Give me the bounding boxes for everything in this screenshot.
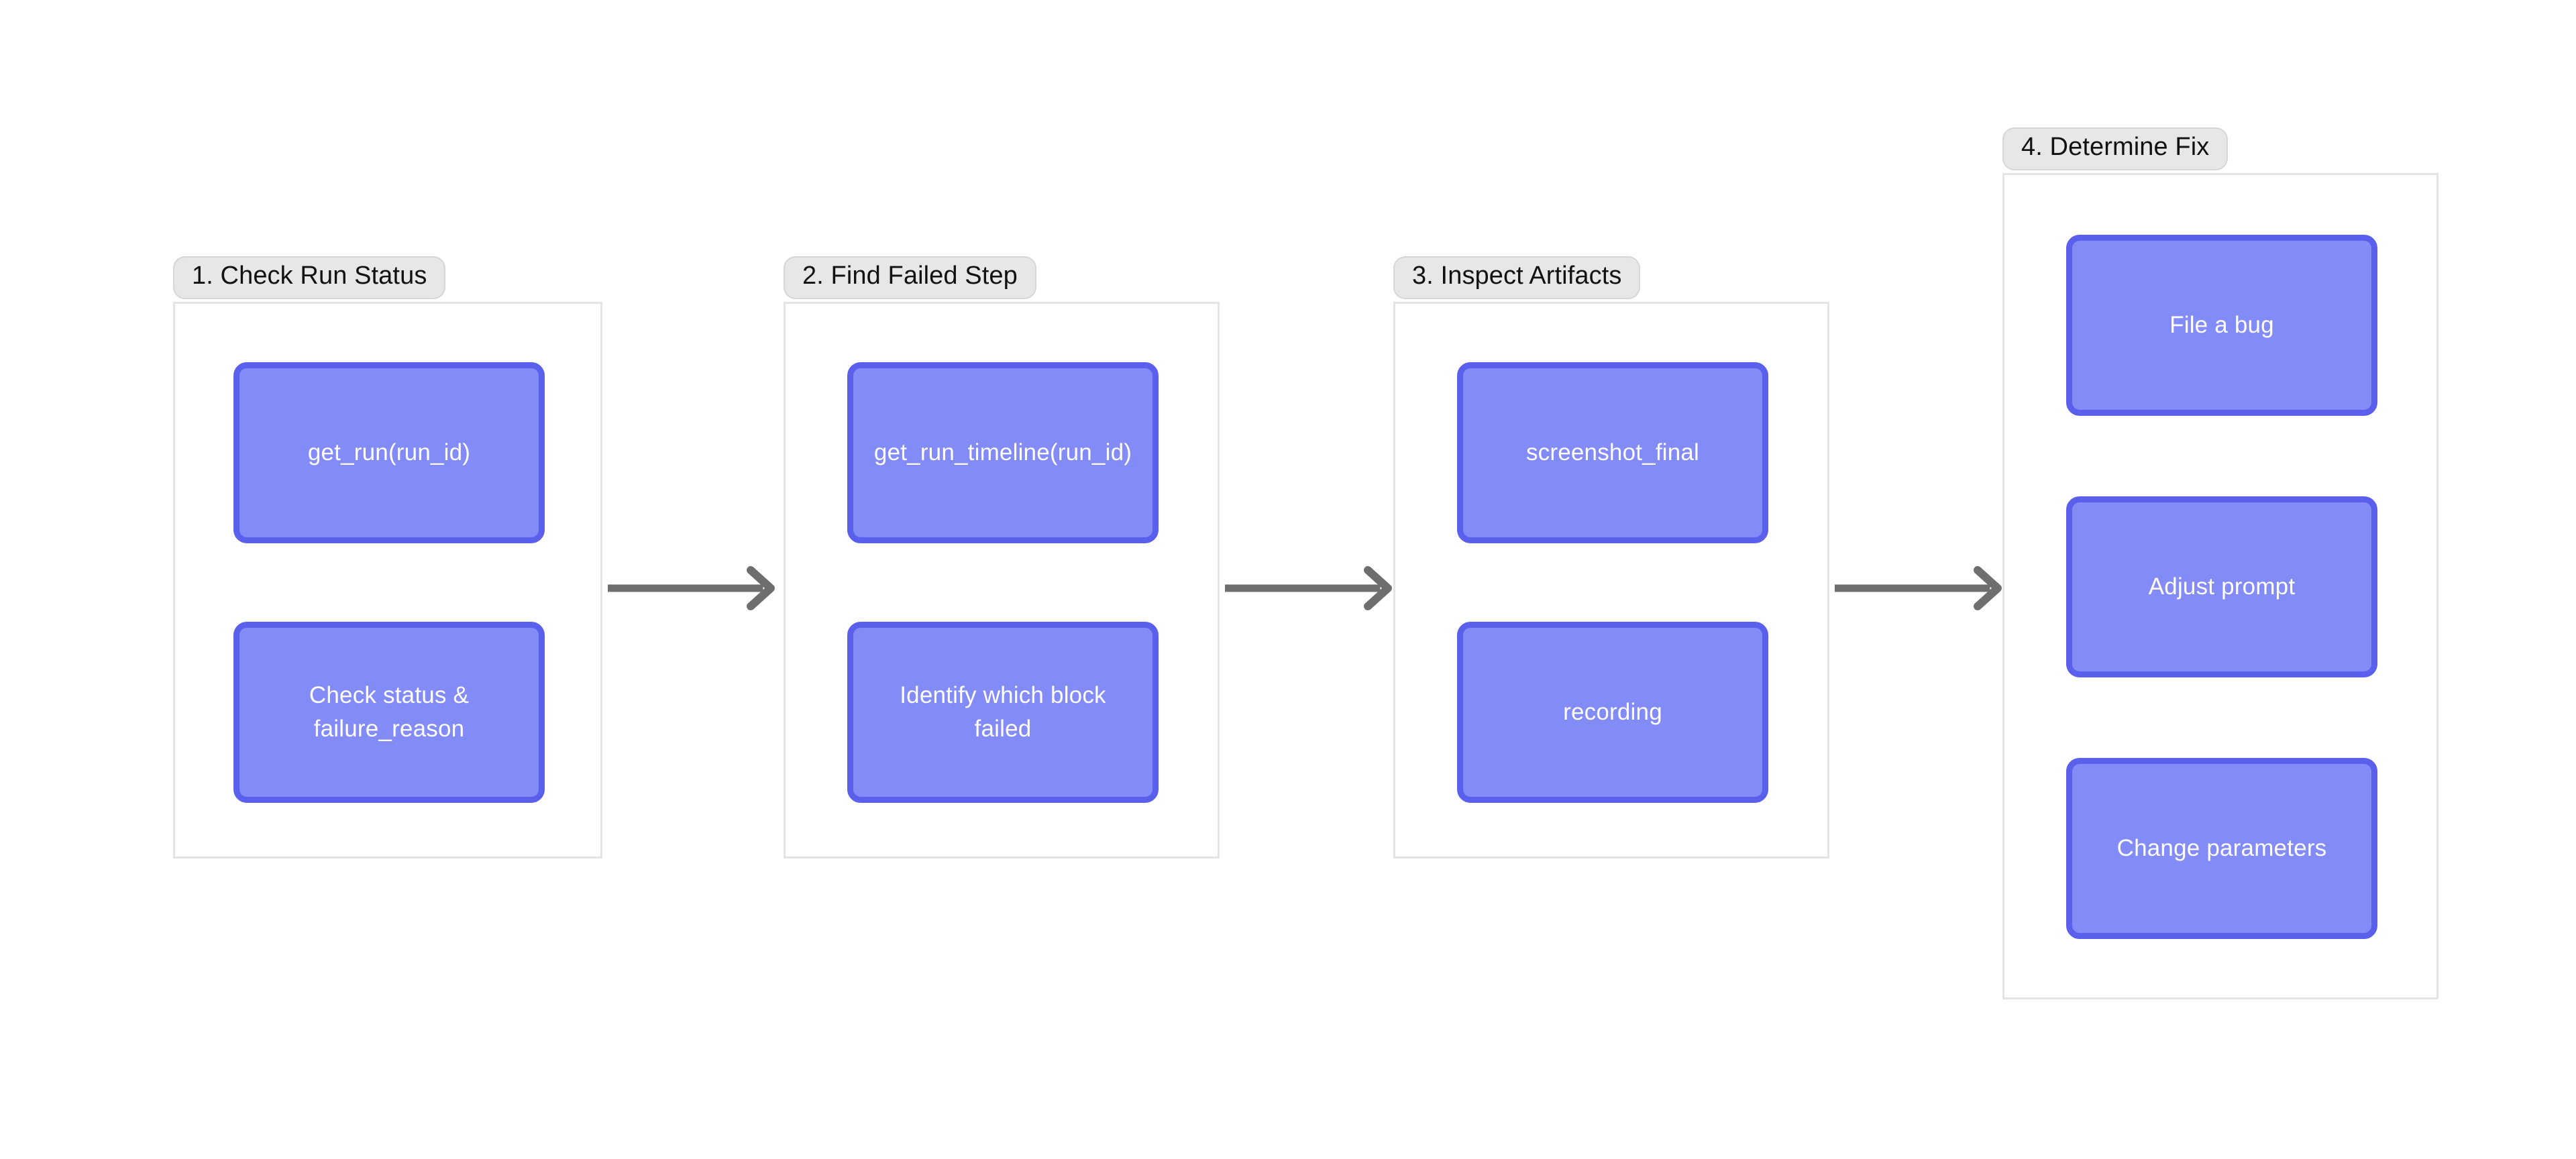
arrow-1-to-2	[608, 563, 780, 613]
group-label-determine-fix: 4. Determine Fix	[2002, 127, 2229, 170]
node-check-status-failure-reason[interactable]: Check status & failure_reason	[233, 622, 545, 803]
node-screenshot-final[interactable]: screenshot_final	[1457, 362, 1768, 543]
group-inspect-artifacts: 3. Inspect Artifacts screenshot_final re…	[1393, 256, 1829, 860]
node-file-a-bug[interactable]: File a bug	[2066, 235, 2377, 416]
group-label-find-failed-step: 2. Find Failed Step	[784, 256, 1036, 299]
group-check-run-status: 1. Check Run Status get_run(run_id) Chec…	[173, 256, 602, 860]
node-identify-which-block-failed[interactable]: Identify which block failed	[847, 622, 1159, 803]
group-label-check-run-status: 1. Check Run Status	[173, 256, 446, 299]
arrow-3-to-4-icon	[1835, 566, 2002, 610]
arrow-1-to-2-icon	[608, 566, 775, 610]
arrow-2-to-3	[1225, 563, 1397, 613]
arrow-3-to-4	[1835, 563, 2006, 613]
node-get-run-timeline[interactable]: get_run_timeline(run_id)	[847, 362, 1159, 543]
group-find-failed-step: 2. Find Failed Step get_run_timeline(run…	[784, 256, 1220, 860]
node-adjust-prompt[interactable]: Adjust prompt	[2066, 496, 2377, 677]
arrow-2-to-3-icon	[1225, 566, 1392, 610]
group-label-inspect-artifacts: 3. Inspect Artifacts	[1393, 256, 1641, 299]
node-recording[interactable]: recording	[1457, 622, 1768, 803]
group-determine-fix: 4. Determine Fix File a bug Adjust promp…	[2002, 127, 2438, 999]
node-get-run[interactable]: get_run(run_id)	[233, 362, 545, 543]
node-change-parameters[interactable]: Change parameters	[2066, 758, 2377, 939]
